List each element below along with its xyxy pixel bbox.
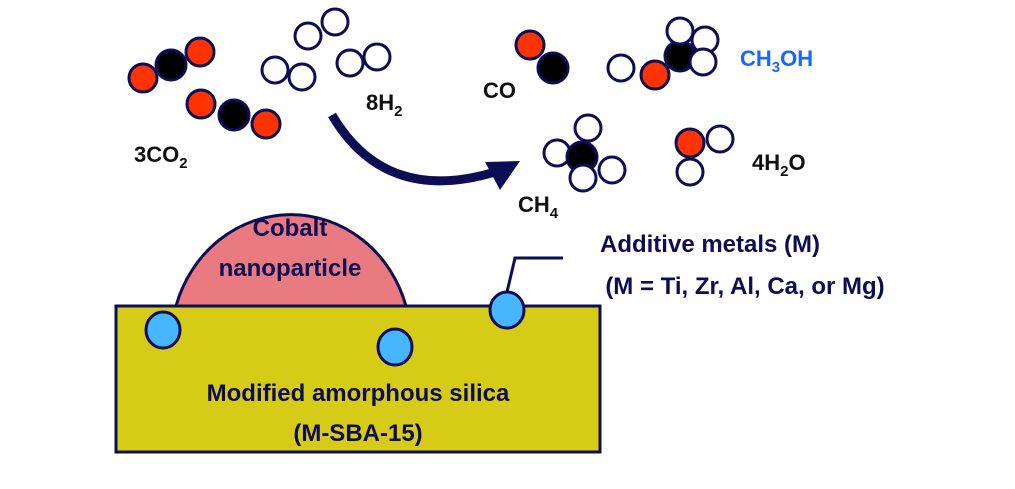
additive-metal-site xyxy=(144,310,182,350)
reaction-arrow xyxy=(328,112,497,186)
h2-molecule xyxy=(260,55,317,92)
methane-molecule xyxy=(542,113,627,193)
water-label: 4H2O xyxy=(752,150,806,180)
additive-label-line2: (M = Ti, Zr, Al, Ca, or Mg) xyxy=(605,273,884,300)
additive-label-line1: Additive metals (M) xyxy=(600,231,820,258)
support-label-line2: (M-SBA-15) xyxy=(293,420,422,447)
cobalt-label-line2: nanoparticle xyxy=(219,255,362,282)
h2-molecule xyxy=(335,42,392,78)
support-label-line1: Modified amorphous silica xyxy=(207,380,510,407)
silica-support xyxy=(114,304,602,454)
co2-molecule xyxy=(127,36,216,94)
co-molecule xyxy=(514,29,570,85)
water-molecule xyxy=(674,124,735,187)
additive-metal-site xyxy=(376,327,414,367)
callout-line xyxy=(505,256,563,293)
additive-metal-site xyxy=(488,290,526,330)
arrowhead-icon xyxy=(485,161,520,190)
methane-label: CH4 xyxy=(518,192,559,222)
cobalt-nanoparticle xyxy=(174,213,408,308)
cobalt-label-line1: Cobalt xyxy=(253,215,328,242)
co-label: CO xyxy=(483,78,516,103)
co2-label: 3CO2 xyxy=(134,142,188,172)
h2-molecule xyxy=(293,7,350,51)
co2-molecule xyxy=(185,88,282,140)
h2-label: 8H2 xyxy=(366,90,402,120)
methanol-molecule xyxy=(606,16,720,91)
methanol-label: CH3OH xyxy=(740,46,813,76)
